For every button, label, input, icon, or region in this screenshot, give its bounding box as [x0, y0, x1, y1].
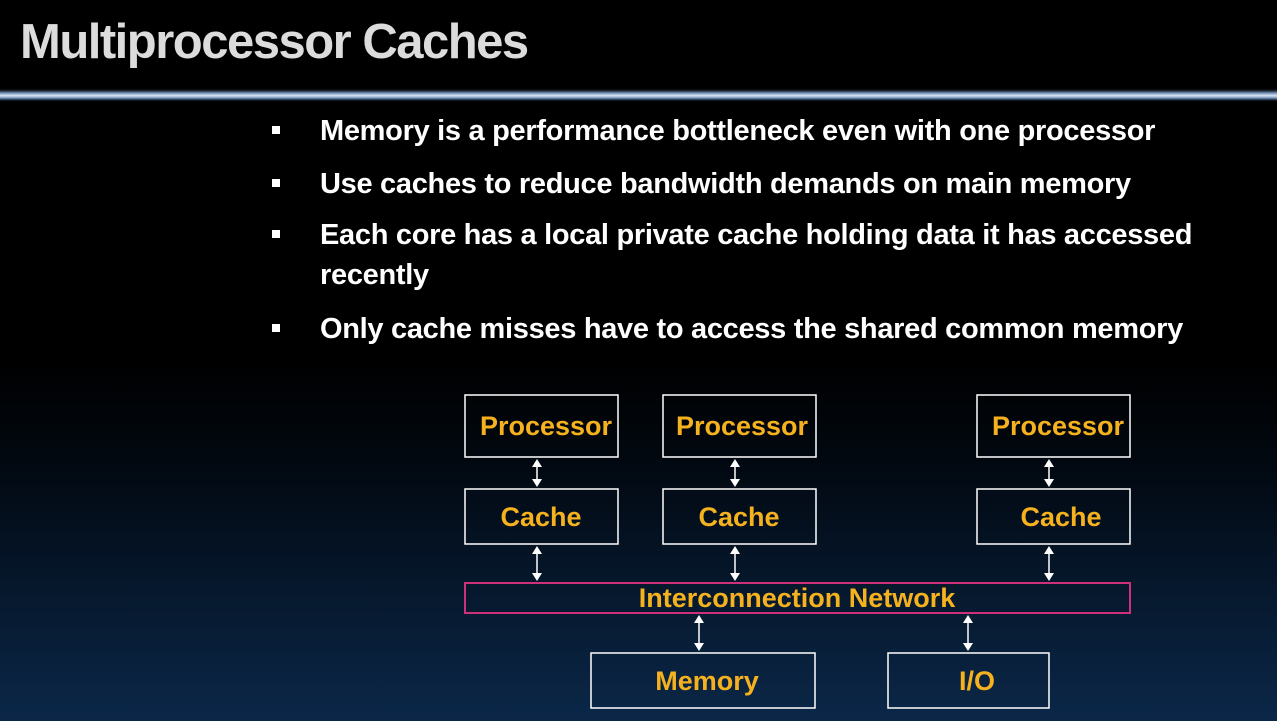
bullet-marker	[272, 324, 280, 332]
memory-box	[590, 652, 816, 709]
cache-block: Cache	[464, 488, 619, 545]
processor-block: Processor	[976, 394, 1131, 458]
cache-label: Cache	[1020, 502, 1101, 532]
io-box	[887, 652, 1050, 709]
processor-block: Processor	[464, 394, 619, 458]
memory-label: Memory	[655, 666, 759, 696]
processor-label: Processor	[992, 411, 1125, 441]
processor-box	[662, 394, 817, 458]
memory-block: Memory	[590, 652, 816, 709]
double-arrow-icon	[730, 459, 740, 487]
double-arrow-icon	[1044, 546, 1054, 581]
bullet-item: Only cache misses have to access the sha…	[272, 309, 1270, 349]
interconnection-network: Interconnection Network	[464, 582, 1131, 614]
io-label: I/O	[959, 666, 995, 696]
bullet-item: Use caches to reduce bandwidth demands o…	[272, 164, 1270, 204]
bullet-item: Memory is a performance bottleneck even …	[272, 111, 1270, 151]
cache-box	[464, 488, 619, 545]
cache-block: Cache	[976, 488, 1131, 545]
processor-box	[976, 394, 1131, 458]
processor-box	[464, 394, 619, 458]
bullet-marker	[272, 126, 280, 134]
bullet-item: Each core has a local private cache hold…	[272, 215, 1270, 295]
cache-label: Cache	[500, 502, 581, 532]
connector-arrows	[532, 459, 1054, 651]
processor-block: Processor	[662, 394, 817, 458]
cache-label: Cache	[698, 502, 779, 532]
bullet-text: Each core has a local private cache hold…	[320, 219, 1193, 291]
io-block: I/O	[887, 652, 1050, 709]
double-arrow-icon	[532, 546, 542, 581]
cache-block: Cache	[662, 488, 817, 545]
cache-box	[662, 488, 817, 545]
slide-title: Multiprocessor Caches	[20, 15, 529, 69]
double-arrow-icon	[1044, 459, 1054, 487]
double-arrow-icon	[532, 459, 542, 487]
double-arrow-icon	[694, 615, 704, 651]
double-arrow-icon	[730, 546, 740, 581]
bullet-text: Only cache misses have to access the sha…	[320, 313, 1183, 345]
bullet-text: Use caches to reduce bandwidth demands o…	[320, 168, 1131, 200]
bullet-marker	[272, 179, 280, 187]
processor-label: Processor	[676, 411, 809, 441]
processor-label: Processor	[480, 411, 613, 441]
double-arrow-icon	[963, 615, 973, 651]
cache-box	[976, 488, 1131, 545]
bullet-marker	[272, 230, 280, 238]
bullet-text: Memory is a performance bottleneck even …	[320, 115, 1156, 147]
title-divider	[0, 88, 1277, 102]
network-label: Interconnection Network	[639, 583, 957, 613]
network-box	[464, 582, 1131, 614]
